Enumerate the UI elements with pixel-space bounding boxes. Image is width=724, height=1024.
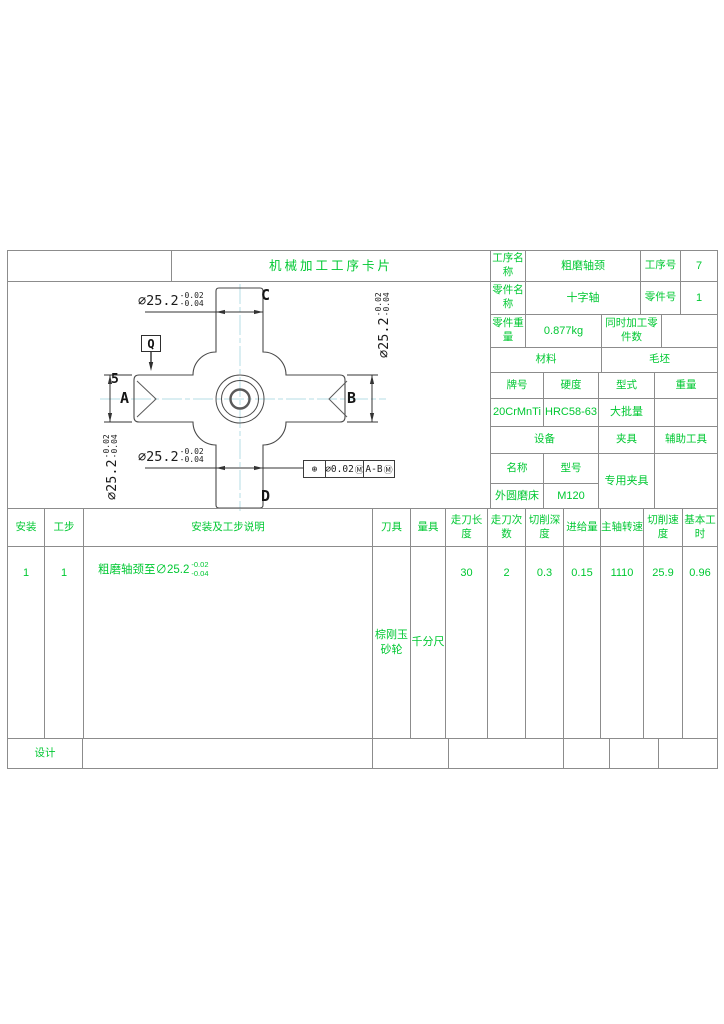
- bottom-dimension: [145, 465, 303, 471]
- info-simultaneous-label: 同时加工零件数: [601, 314, 662, 348]
- footer-cell: [609, 738, 659, 769]
- q-leader-arrow: [148, 352, 154, 371]
- right-dimension-text: ∅25.2 -0.02-0.04: [374, 292, 392, 358]
- chamfer-dimension: 5: [111, 372, 119, 387]
- left-dimension: [104, 374, 132, 423]
- row-spindle: 1110: [600, 546, 644, 739]
- row-passes: 2: [487, 546, 526, 739]
- right-dimension: [347, 374, 378, 423]
- info-type: 大批量: [598, 398, 655, 427]
- footer-cell: [658, 738, 718, 769]
- info-blank-label: 毛坯: [601, 347, 718, 373]
- info-weight-value: [654, 398, 718, 427]
- col-header-tool: 刀具: [372, 508, 411, 547]
- info-part-weight-label: 零件重量: [490, 314, 526, 348]
- info-hardness-label: 硬度: [543, 372, 599, 399]
- row-speed: 25.9: [643, 546, 683, 739]
- info-hardness: HRC58-63: [543, 398, 599, 427]
- part-outline: [133, 287, 346, 509]
- info-equipment-model: M120: [543, 483, 599, 509]
- info-process-no-label: 工序号: [640, 250, 681, 282]
- middle-boss-circle: [221, 380, 259, 418]
- col-header-time: 基本工时: [682, 508, 718, 547]
- info-part-no: 1: [680, 281, 718, 315]
- info-model-label: 型号: [543, 453, 599, 484]
- page-title: 机械加工工序卡片: [171, 250, 491, 282]
- label-b: B: [347, 389, 357, 407]
- q-marker-box: Q: [141, 335, 161, 352]
- row-description: 粗磨轴颈至∅25.2 -0.02-0.04: [83, 546, 373, 739]
- col-header-step: 工步: [44, 508, 84, 547]
- info-fixture-label: 夹具: [598, 426, 655, 454]
- left-dimension-text: ∅25.2 -0.02-0.04: [102, 434, 120, 500]
- info-material-label: 材料: [490, 347, 602, 373]
- info-grade-label: 牌号: [490, 372, 544, 399]
- info-name-label: 名称: [490, 453, 544, 484]
- info-part-name: 十字轴: [525, 281, 641, 315]
- info-part-weight: 0.877kg: [525, 314, 602, 348]
- left-journal-center-mark: [136, 380, 157, 418]
- info-aux-tool-value: [654, 453, 718, 509]
- label-c: C: [261, 286, 271, 304]
- footer-cell: [563, 738, 610, 769]
- info-process-no: 7: [680, 250, 718, 282]
- col-header-gauge: 量具: [410, 508, 446, 547]
- top-dimension: [145, 309, 263, 315]
- col-header-description: 安装及工步说明: [83, 508, 373, 547]
- info-grade: 20CrMnTi: [490, 398, 544, 427]
- col-header-feed: 进给量: [563, 508, 601, 547]
- label-a: A: [120, 389, 130, 407]
- row-stroke-length: 30: [445, 546, 488, 739]
- info-part-no-label: 零件号: [640, 281, 681, 315]
- col-header-speed: 切削速度: [643, 508, 683, 547]
- col-header-setup: 安装: [7, 508, 45, 547]
- footer-cell: [372, 738, 449, 769]
- row-setup: 1: [7, 546, 45, 739]
- row-time: 0.96: [682, 546, 718, 739]
- col-header-stroke-length: 走刀长度: [445, 508, 488, 547]
- col-header-depth: 切削深度: [525, 508, 564, 547]
- centerlines: [100, 284, 386, 511]
- part-drawing: [100, 284, 386, 511]
- info-simultaneous-value: [661, 314, 718, 348]
- footer-cell: [82, 738, 373, 769]
- info-equipment-label: 设备: [490, 426, 599, 454]
- material-condition-icon: Ⓜ: [383, 465, 393, 476]
- info-type-label: 型式: [598, 372, 655, 399]
- col-header-spindle: 主轴转速: [600, 508, 644, 547]
- row-gauge: 千分尺: [410, 546, 446, 739]
- info-aux-tool-label: 辅助工具: [654, 426, 718, 454]
- row-step: 1: [44, 546, 84, 739]
- info-process-name-label: 工序名称: [490, 250, 526, 282]
- info-part-name-label: 零件名称: [490, 281, 526, 315]
- info-equipment-name: 外圆磨床: [490, 483, 544, 509]
- material-condition-icon: Ⓜ: [354, 465, 364, 476]
- row-depth: 0.3: [525, 546, 564, 739]
- bottom-dimension-text: ∅25.2 -0.02-0.04: [138, 447, 204, 465]
- center-hole-circle: [229, 388, 251, 410]
- footer-cell: [448, 738, 564, 769]
- design-label: 设计: [7, 738, 83, 769]
- outer-boss-circle: [215, 374, 265, 424]
- right-journal-center-mark: [328, 380, 348, 418]
- row-tool: 棕刚玉砂轮: [372, 546, 411, 739]
- row-feed: 0.15: [563, 546, 601, 739]
- top-dimension-text: ∅25.2 -0.02-0.04: [138, 291, 204, 309]
- info-process-name: 粗磨轴颈: [525, 250, 641, 282]
- label-d: D: [261, 487, 271, 505]
- header-empty-cell: [7, 250, 172, 282]
- info-weight-label: 重量: [654, 372, 718, 399]
- info-fixture-value: 专用夹具: [598, 453, 655, 509]
- col-header-passes: 走刀次数: [487, 508, 526, 547]
- position-tolerance-icon: ⊕: [311, 463, 318, 475]
